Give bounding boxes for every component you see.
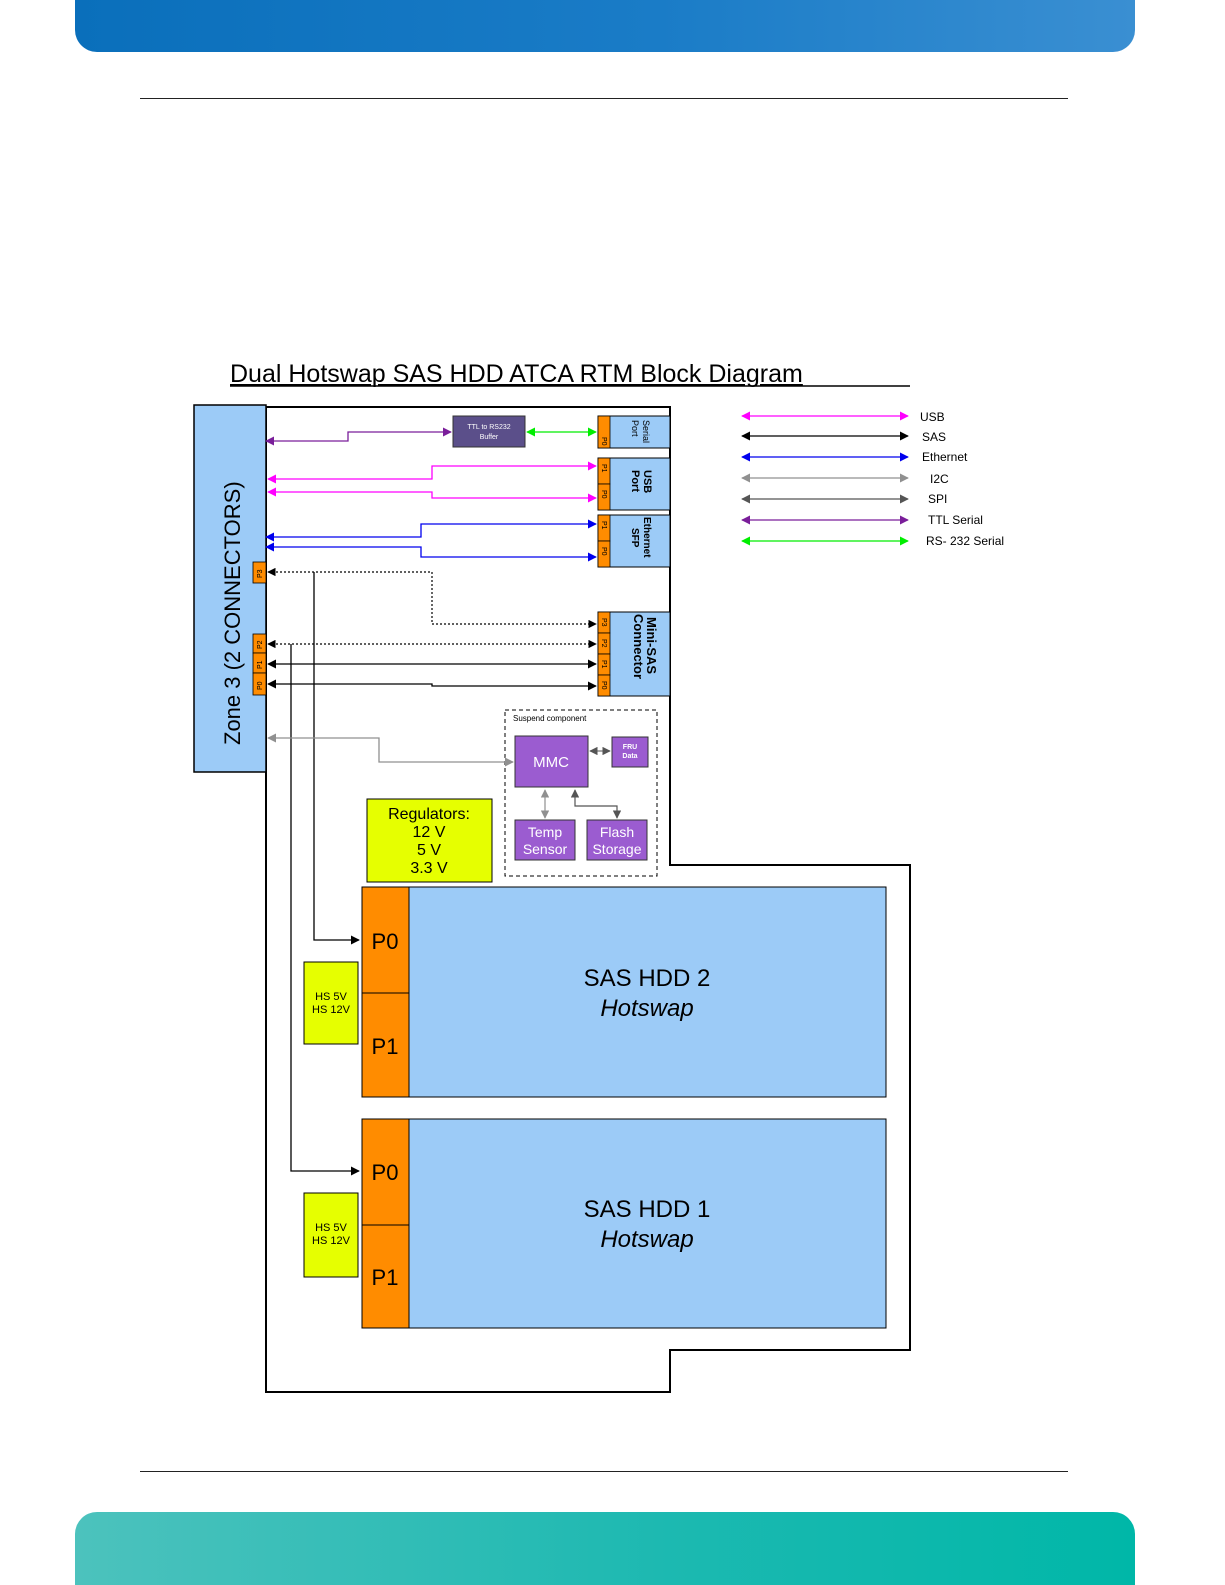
hdd2-p0: P0 bbox=[372, 929, 399, 954]
serial-port-label1: Serial bbox=[641, 420, 651, 443]
legend-sas: SAS bbox=[922, 430, 946, 444]
usb-link-p1 bbox=[267, 461, 597, 484]
minisas-label2: Connector bbox=[631, 614, 646, 679]
zone3-port-p3: P3 bbox=[257, 569, 264, 578]
connections bbox=[265, 427, 597, 1176]
ethernet-label1: Ethernet bbox=[641, 517, 652, 558]
eth-link-p1 bbox=[265, 519, 597, 542]
sas-hdd-2: P0 P1 SAS HDD 2 Hotswap HS 5V HS 12V bbox=[303, 886, 887, 1098]
minisas-pin-p2: P2 bbox=[600, 639, 607, 648]
fru-line2: Data bbox=[622, 753, 637, 760]
hdd1-p1: P1 bbox=[372, 1265, 399, 1290]
regulators-v2: 5 V bbox=[417, 842, 441, 859]
hdd1-hs-line2: HS 12V bbox=[312, 1235, 351, 1247]
hdd1-p0: P0 bbox=[372, 1160, 399, 1185]
legend-rs232-serial: RS- 232 Serial bbox=[926, 534, 1004, 548]
regulators-title: Regulators: bbox=[388, 806, 470, 823]
usb-port-label2: Port bbox=[629, 470, 641, 492]
i2c-link-mmc bbox=[267, 733, 514, 767]
usb-port-label1: USB bbox=[641, 470, 653, 493]
legend-ttl-serial: TTL Serial bbox=[928, 513, 983, 527]
eth-pin-p1: P1 bbox=[600, 521, 607, 530]
legend-spi: SPI bbox=[928, 492, 947, 506]
sas-link-hdd2 bbox=[313, 572, 360, 945]
ttl-buffer-line2: Buffer bbox=[480, 434, 499, 441]
legend-usb: USB bbox=[920, 410, 945, 424]
zone3-port-p1: P1 bbox=[257, 660, 264, 669]
suspend-component: Suspend component MMC FRU Data Temp Sens… bbox=[504, 709, 658, 877]
fru-line1: FRU bbox=[623, 744, 637, 751]
legend-ethernet: Ethernet bbox=[922, 450, 968, 464]
minisas-label1: Mini-SAS bbox=[644, 617, 659, 674]
ethernet-sfp: P1 P0 Ethernet SFP bbox=[597, 514, 671, 568]
regulators-v1: 12 V bbox=[413, 824, 446, 841]
suspend-label: Suspend component bbox=[513, 714, 587, 723]
hdd2-subtitle: Hotswap bbox=[600, 995, 693, 1022]
regulators-box: Regulators: 12 V 5 V 3.3 V bbox=[366, 798, 493, 883]
temp-line2: Sensor bbox=[523, 841, 568, 857]
ttl-rs232-buffer: TTL to RS232 Buffer bbox=[452, 415, 526, 448]
eth-link-p0 bbox=[265, 542, 597, 562]
serial-pin-p0: P0 bbox=[600, 437, 607, 446]
minisas-pin-p3: P3 bbox=[600, 618, 607, 627]
sas-link-p0 bbox=[267, 679, 597, 691]
flash-line2: Storage bbox=[592, 841, 641, 857]
serial-port: P0 Serial Port bbox=[597, 415, 671, 449]
footer-band bbox=[75, 1512, 1135, 1585]
hdd2-hs-line2: HS 12V bbox=[312, 1004, 351, 1016]
zone3-connector: Zone 3 (2 CONNECTORS) P3 P2 P1 P0 bbox=[193, 404, 267, 773]
usb-pin-p0: P0 bbox=[600, 490, 607, 499]
sas-link-p3-dotted bbox=[267, 567, 597, 629]
minisas-pin-p0: P0 bbox=[600, 681, 607, 690]
regulators-v3: 3.3 V bbox=[410, 860, 448, 877]
flash-line1: Flash bbox=[600, 824, 634, 840]
hdd2-title: SAS HDD 2 bbox=[584, 965, 711, 992]
diagram-title: Dual Hotswap SAS HDD ATCA RTM Block Diag… bbox=[230, 360, 803, 388]
legend: USB SAS Ethernet I2C SPI TTL Serial RS- … bbox=[741, 410, 1004, 548]
hdd1-subtitle: Hotswap bbox=[600, 1226, 693, 1253]
footer-rule bbox=[140, 1471, 1068, 1472]
usb-link-p0 bbox=[267, 487, 597, 503]
usb-port: P1 P0 USB Port bbox=[597, 457, 671, 511]
ttl-serial-link bbox=[265, 427, 452, 446]
zone3-port-p2: P2 bbox=[257, 640, 264, 649]
minisas-pin-p1: P1 bbox=[600, 660, 607, 669]
serial-port-label2: Port bbox=[630, 420, 640, 437]
header-rule bbox=[140, 98, 1068, 99]
hdd1-title: SAS HDD 1 bbox=[584, 1196, 711, 1223]
mini-sas-connector: P3 P2 P1 P0 Mini-SAS Connector bbox=[597, 611, 671, 697]
header-band bbox=[75, 0, 1135, 52]
sas-link-hdd1 bbox=[290, 644, 360, 1176]
legend-i2c: I2C bbox=[930, 472, 949, 486]
zone3-port-p0: P0 bbox=[257, 681, 264, 690]
temp-line1: Temp bbox=[528, 824, 562, 840]
hdd2-p1: P1 bbox=[372, 1034, 399, 1059]
eth-pin-p0: P0 bbox=[600, 547, 607, 556]
mmc-label: MMC bbox=[533, 754, 569, 771]
ttl-buffer-line1: TTL to RS232 bbox=[467, 424, 510, 431]
sas-hdd-1: P0 P1 SAS HDD 1 Hotswap HS 5V HS 12V bbox=[303, 1118, 887, 1329]
zone3-label: Zone 3 (2 CONNECTORS) bbox=[220, 481, 245, 745]
hdd2-hs-line1: HS 5V bbox=[315, 991, 347, 1003]
hdd1-hs-line1: HS 5V bbox=[315, 1222, 347, 1234]
usb-pin-p1: P1 bbox=[600, 464, 607, 473]
ethernet-label2: SFP bbox=[629, 528, 640, 548]
